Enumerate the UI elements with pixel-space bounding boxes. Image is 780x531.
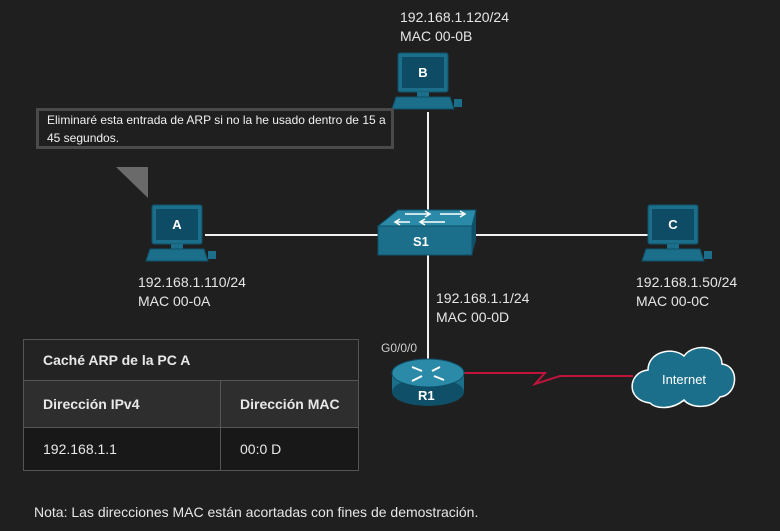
router-r1-icon[interactable]: R1 bbox=[391, 358, 465, 406]
pc-a-icon[interactable]: A bbox=[145, 204, 216, 262]
table-row: 192.168.1.1 00:0 D bbox=[23, 427, 359, 471]
switch-s1-icon[interactable]: S1 bbox=[376, 209, 477, 256]
header-mac: Dirección MAC bbox=[220, 380, 359, 428]
router-mac: MAC 00-0D bbox=[436, 309, 510, 325]
switch-s1-label: S1 bbox=[413, 234, 429, 249]
arp-cache-table: Caché ARP de la PC A Dirección IPv4 Dire… bbox=[23, 339, 359, 471]
pc-a-mac: MAC 00-0A bbox=[138, 293, 211, 309]
router-ip: 192.168.1.1/24 bbox=[436, 290, 530, 306]
pc-b-ip: 192.168.1.120/24 bbox=[400, 9, 509, 25]
pc-b-mac: MAC 00-0B bbox=[400, 28, 473, 44]
pc-a-ip: 192.168.1.110/24 bbox=[138, 274, 246, 290]
pc-a-label: A bbox=[172, 217, 182, 232]
link-r1-internet bbox=[463, 372, 633, 387]
arp-table-title: Caché ARP de la PC A bbox=[23, 339, 359, 381]
pc-c-ip: 192.168.1.50/24 bbox=[636, 274, 738, 290]
header-ipv4: Dirección IPv4 bbox=[23, 380, 221, 428]
internet-cloud-icon: Internet bbox=[631, 346, 736, 409]
pc-b-label: B bbox=[418, 65, 427, 80]
arp-speech-bubble: Eliminaré esta entrada de ARP si no la h… bbox=[36, 108, 394, 149]
row-ipv4: 192.168.1.1 bbox=[23, 427, 221, 471]
pc-c-mac: MAC 00-0C bbox=[636, 293, 710, 309]
internet-label: Internet bbox=[662, 372, 706, 387]
pc-b-icon[interactable]: B bbox=[391, 52, 462, 110]
pc-c-label: C bbox=[668, 217, 678, 232]
pc-c-icon[interactable]: C bbox=[641, 204, 712, 262]
row-mac: 00:0 D bbox=[220, 427, 359, 471]
footnote: Nota: Las direcciones MAC están acortada… bbox=[34, 504, 479, 520]
router-r1-label: R1 bbox=[418, 388, 435, 403]
bubble-tail bbox=[116, 167, 148, 198]
bubble-text: Eliminaré esta entrada de ARP si no la h… bbox=[47, 113, 386, 145]
router-interface: G0/0/0 bbox=[381, 341, 418, 355]
